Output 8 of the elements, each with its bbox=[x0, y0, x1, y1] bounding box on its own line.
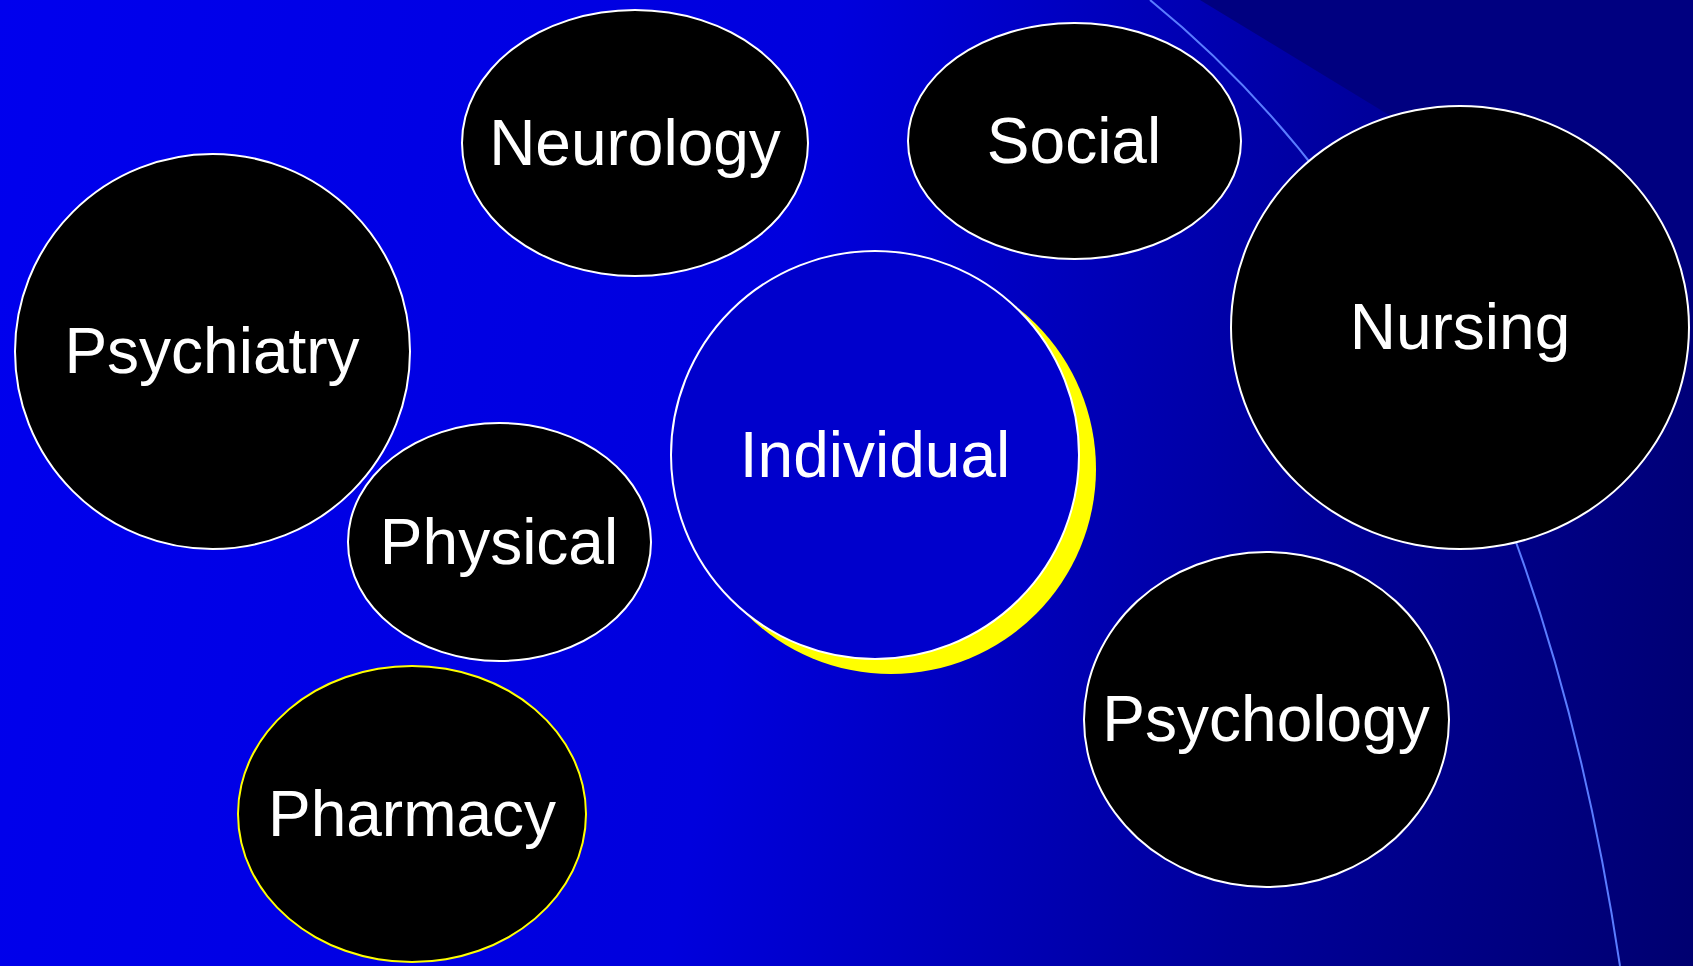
node-label: Physical bbox=[379, 505, 619, 579]
node-label: Psychiatry bbox=[64, 314, 360, 388]
node-label: Pharmacy bbox=[267, 777, 557, 851]
node-label: Psychology bbox=[1102, 682, 1430, 756]
node-label: Neurology bbox=[489, 106, 781, 180]
node-label: Social bbox=[986, 104, 1162, 178]
node-label: Nursing bbox=[1349, 290, 1571, 364]
node-label: Individual bbox=[739, 418, 1011, 492]
